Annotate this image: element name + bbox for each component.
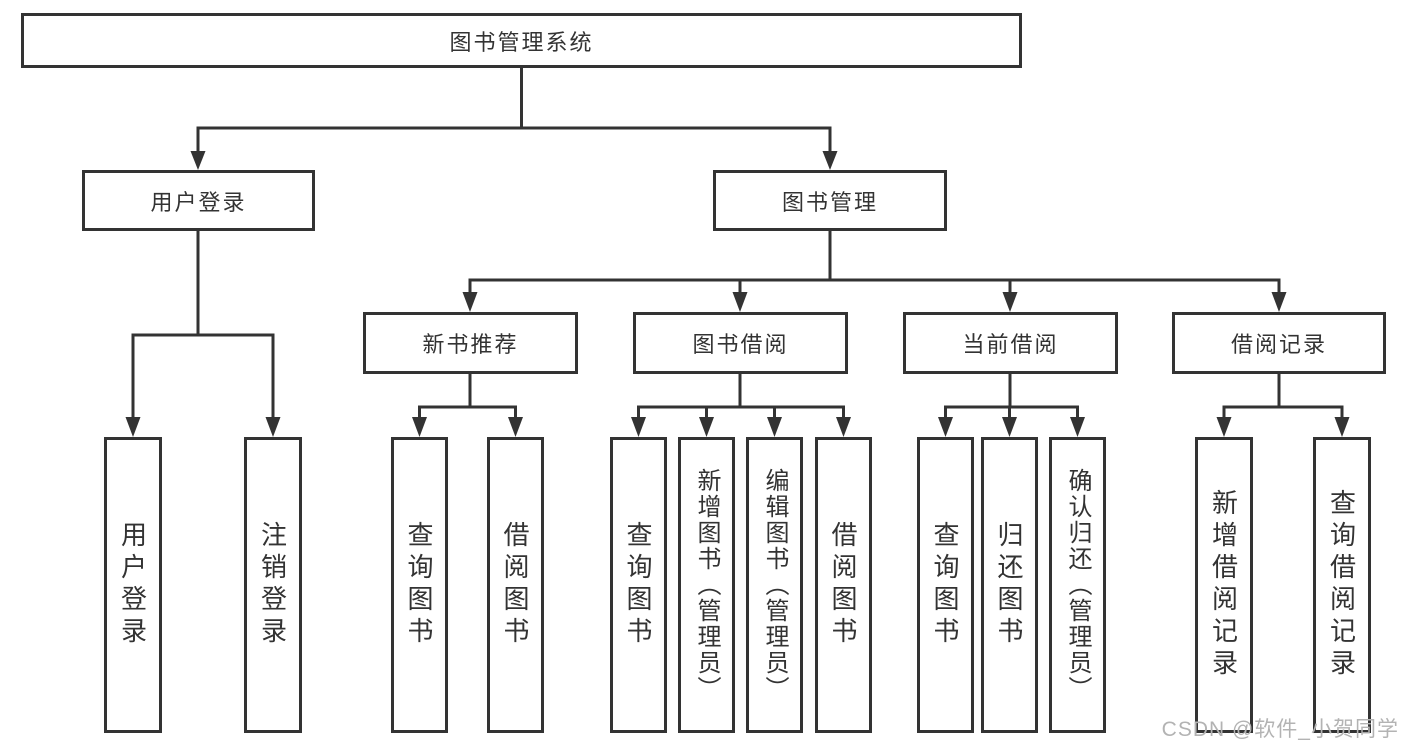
leaf-label: 查询图书: [404, 521, 434, 649]
node-label: 当前借阅: [962, 332, 1059, 357]
leaf-label: 归还图书: [994, 521, 1024, 649]
leaf-add-book-admin: 新增图书（管理员）: [678, 437, 735, 733]
leaf-borrow-book: 借阅图书: [487, 437, 544, 733]
leaf-confirm-return-admin: 确认归还（管理员）: [1049, 437, 1106, 733]
leaf-label: 查询借阅记录: [1326, 489, 1357, 681]
leaf-label: 新增借阅记录: [1208, 489, 1239, 681]
leaf-label: 确认归还（管理员）: [1064, 468, 1091, 702]
node-book-management: 图书管理: [713, 170, 947, 231]
node-user-login: 用户登录: [82, 170, 315, 231]
leaf-edit-book-admin: 编辑图书（管理员）: [746, 437, 803, 733]
leaf-label: 新增图书（管理员）: [693, 468, 720, 702]
node-current-borrow: 当前借阅: [903, 312, 1118, 374]
node-label: 图书管理系统: [449, 29, 594, 55]
leaf-logout: 注销登录: [244, 437, 302, 733]
node-book-borrow: 图书借阅: [633, 312, 848, 374]
leaf-label: 注销登录: [257, 521, 288, 649]
node-library-management-system: 图书管理系统: [21, 13, 1022, 68]
node-label: 用户登录: [150, 189, 247, 215]
leaf-label: 查询图书: [623, 521, 653, 649]
leaf-query-book: 查询图书: [610, 437, 667, 733]
leaf-user-login: 用户登录: [104, 437, 162, 733]
leaf-query-book: 查询图书: [917, 437, 974, 733]
node-label: 图书管理: [781, 189, 878, 215]
leaf-label: 用户登录: [117, 521, 148, 649]
node-label: 借阅记录: [1230, 332, 1327, 357]
node-borrow-records: 借阅记录: [1172, 312, 1386, 374]
leaf-add-borrow-record: 新增借阅记录: [1195, 437, 1253, 733]
leaf-return-book: 归还图书: [981, 437, 1038, 733]
csdn-watermark: CSDN @软件_小贺同学: [1161, 718, 1399, 741]
leaf-query-borrow-record: 查询借阅记录: [1313, 437, 1371, 733]
leaf-query-book: 查询图书: [391, 437, 448, 733]
leaf-label: 借阅图书: [500, 521, 530, 649]
node-new-book-recommend: 新书推荐: [363, 312, 578, 374]
node-label: 新书推荐: [422, 332, 519, 357]
leaf-label: 编辑图书（管理员）: [761, 468, 788, 702]
leaf-borrow-book: 借阅图书: [815, 437, 872, 733]
leaf-label: 借阅图书: [828, 521, 858, 649]
leaf-label: 查询图书: [930, 521, 960, 649]
node-label: 图书借阅: [692, 332, 789, 357]
